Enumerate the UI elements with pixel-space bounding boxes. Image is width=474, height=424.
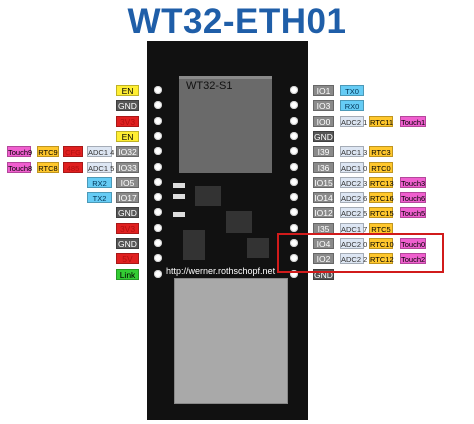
pin-label-adc: ADC2 5 (340, 207, 368, 218)
pin-label-link: Link (116, 269, 139, 280)
header-pin-right (290, 86, 298, 94)
header-pin-right (290, 193, 298, 201)
ic-chip (226, 211, 252, 233)
pin-label-control: EN (116, 85, 139, 96)
header-pin-left (154, 132, 162, 140)
pin-label-ground: GND (116, 100, 139, 111)
pin-label-uart: TX2 (87, 192, 112, 203)
pin-label-io: IO15 (313, 177, 334, 188)
header-pin-right (290, 254, 298, 262)
pin-label-touch: Touch5 (400, 207, 426, 218)
pin-label-rtc: RTC3 (369, 146, 393, 157)
pin-label-ground: GND (116, 238, 139, 249)
pin-label-adc: ADC1 5 (87, 162, 115, 173)
header-pin-right (290, 101, 298, 109)
pin-label-touch: Touch1 (400, 116, 426, 127)
smd-component (173, 212, 185, 217)
pin-label-rtc: RTC10 (369, 238, 394, 249)
header-pin-left (154, 86, 162, 94)
header-pin-left (154, 178, 162, 186)
header-pin-left (154, 193, 162, 201)
wifi-module (179, 76, 272, 173)
pin-label-adc: ADC2 0 (340, 238, 368, 249)
pin-label-adc: ADC2 6 (340, 192, 368, 203)
pin-label-io: I36 (313, 162, 334, 173)
ic-chip (247, 238, 269, 258)
pin-label-rtc: RTC16 (369, 192, 394, 203)
ethernet-jack (174, 278, 288, 404)
header-pin-left (154, 147, 162, 155)
pin-label-rtc: RTC11 (369, 116, 394, 127)
header-pin-left (154, 239, 162, 247)
diagram-title: WT32-ETH01 (127, 2, 347, 41)
highlight-box (277, 233, 444, 273)
header-pin-left (154, 224, 162, 232)
pin-label-io: IO2 (313, 253, 334, 264)
ic-chip (183, 230, 205, 260)
pin-label-rtc: RTC13 (369, 177, 394, 188)
header-pin-left (154, 270, 162, 278)
pin-label-ground: GND (313, 269, 334, 280)
pin-label-io: IO4 (313, 238, 334, 249)
pin-label-uart: TX0 (340, 85, 364, 96)
pin-label-rtc: RTC15 (369, 207, 394, 218)
ic-chip (195, 186, 221, 206)
pin-label-touch: Touch0 (400, 238, 426, 249)
pin-label-rtc: RTC12 (369, 253, 394, 264)
header-pin-left (154, 163, 162, 171)
pin-label-io: IO17 (116, 192, 139, 203)
pin-label-io: IO33 (116, 162, 139, 173)
pin-label-adc: ADC2 2 (340, 253, 368, 264)
pin-label-ground: GND (313, 131, 334, 142)
header-pin-left (154, 208, 162, 216)
pin-label-adc: ADC2 3 (340, 177, 368, 188)
pin-label-io: IO14 (313, 192, 334, 203)
pin-label-power: 3V3 (116, 223, 139, 234)
header-pin-left (154, 117, 162, 125)
pin-label-rtc: RTC8 (37, 162, 59, 173)
pin-label-io: IO12 (313, 207, 334, 218)
pin-label-power: 485 (63, 162, 83, 173)
pin-label-io: I39 (313, 146, 334, 157)
header-pin-right (290, 208, 298, 216)
pin-label-io: IO32 (116, 146, 139, 157)
header-pin-right (290, 147, 298, 155)
header-pin-right (290, 270, 298, 278)
header-pin-right (290, 132, 298, 140)
pin-label-power: 5V (116, 253, 139, 264)
pin-label-adc: ADC1 3 (340, 146, 368, 157)
pin-label-touch: Touch8 (7, 162, 33, 173)
pin-label-io: IO5 (116, 177, 139, 188)
smd-component (173, 194, 185, 199)
module-label: WT32-S1 (186, 80, 233, 92)
pin-label-rtc: RTC9 (37, 146, 59, 157)
pin-label-adc: ADC1 0 (340, 162, 368, 173)
header-pin-right (290, 239, 298, 247)
smd-component (173, 183, 185, 188)
pin-label-io: IO3 (313, 100, 334, 111)
pin-label-power: 3V3 (116, 116, 139, 127)
header-pin-left (154, 254, 162, 262)
pin-label-adc: ADC2 1 (340, 116, 368, 127)
pin-label-ground: GND (116, 207, 139, 218)
header-pin-right (290, 224, 298, 232)
pin-label-io: IO0 (313, 116, 334, 127)
pin-label-touch: Touch6 (400, 192, 426, 203)
pin-label-control: EN (116, 131, 139, 142)
header-pin-right (290, 178, 298, 186)
pin-label-uart: RX2 (87, 177, 112, 188)
pin-label-io: IO1 (313, 85, 334, 96)
pin-label-touch: Touch9 (7, 146, 33, 157)
pin-label-rtc: RTC0 (369, 162, 393, 173)
website-url: http://werner.rothschopf.net (166, 266, 276, 276)
pin-label-uart: RX0 (340, 100, 364, 111)
header-pin-left (154, 101, 162, 109)
header-pin-right (290, 117, 298, 125)
pin-label-power: CFG (63, 146, 83, 157)
pin-label-touch: Touch2 (400, 253, 426, 264)
header-pin-right (290, 163, 298, 171)
pin-label-touch: Touch3 (400, 177, 426, 188)
pin-label-adc: ADC1 4 (87, 146, 115, 157)
